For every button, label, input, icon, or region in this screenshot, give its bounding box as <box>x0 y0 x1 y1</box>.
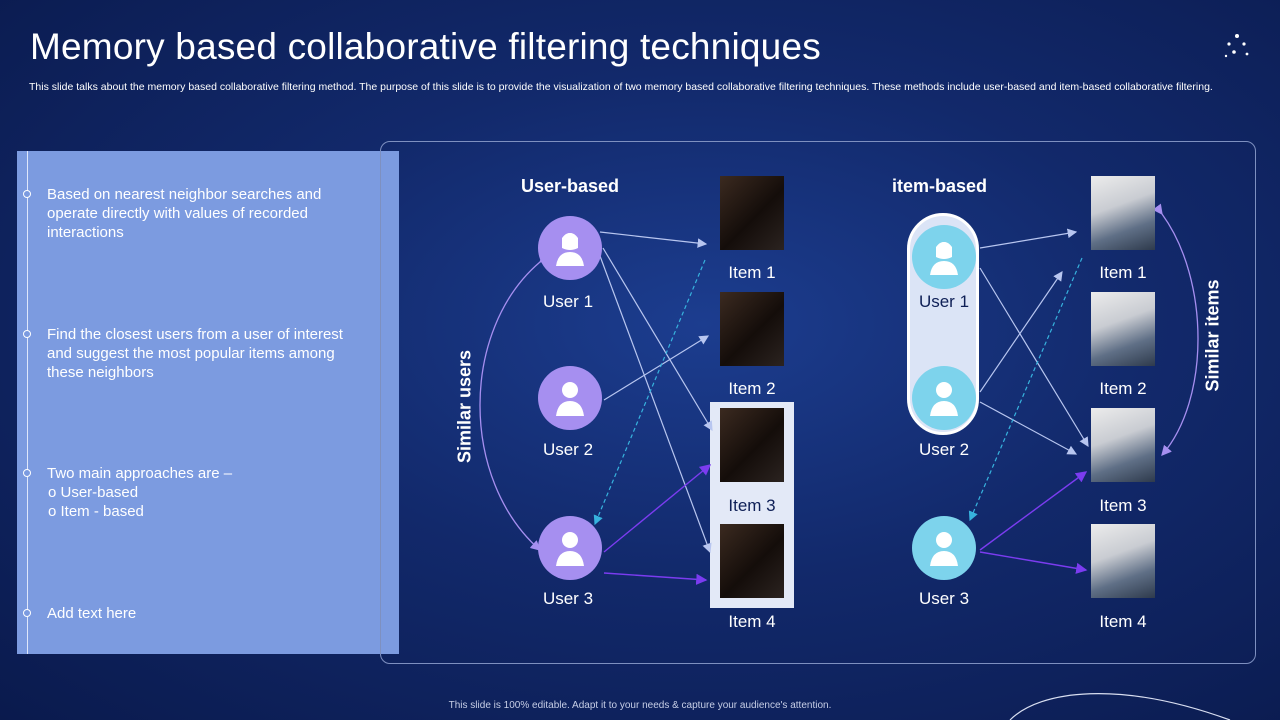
item3-label: Item 3 <box>728 496 776 515</box>
user1-avatar <box>538 216 602 280</box>
arrow-ib-user2-item1 <box>979 271 1063 393</box>
male-user-icon <box>930 532 958 566</box>
slide-subtitle: This slide talks about the memory based … <box>29 81 1213 93</box>
bullet-text: Add text here <box>47 605 137 622</box>
similar-users-curve <box>479 252 551 551</box>
timeline-line <box>27 151 28 654</box>
user3-label: User 3 <box>542 589 594 608</box>
info-panel: Based on nearest neighbor searches and o… <box>17 151 399 654</box>
ib-item2-label: Item 2 <box>1099 379 1147 398</box>
arrow-ib-user1-item3 <box>979 267 1089 448</box>
bullet-marker <box>23 609 31 617</box>
footer-note: This slide is 100% editable. Adapt it to… <box>448 700 832 711</box>
diagram-frame <box>380 141 1256 664</box>
ib-user2-avatar <box>912 366 976 430</box>
female-user-icon <box>930 242 958 275</box>
dashed-ib-recommendation <box>968 257 1083 522</box>
ib-item1-thumbnail <box>1091 176 1155 250</box>
user2-avatar <box>538 366 602 430</box>
arrow-user1-item1 <box>599 231 708 248</box>
arrow-user1-item4 <box>599 255 712 554</box>
arrow-ib-user3-item4 <box>979 551 1088 574</box>
item2-thumbnail <box>720 292 784 366</box>
sparkle-dots-icon <box>1224 34 1249 58</box>
ib-item4-thumbnail <box>1091 524 1155 598</box>
ib-item4-label: Item 4 <box>1099 612 1147 631</box>
sub-item-user-based: o User-based <box>48 484 139 501</box>
ib-user1-avatar <box>912 225 976 289</box>
user1-label: User 1 <box>542 292 594 311</box>
bullet-marker <box>23 190 31 198</box>
ib-user1-label: User 1 <box>918 292 970 311</box>
item2-label: Item 2 <box>728 379 776 398</box>
slide-title: Memory based collaborative filtering tec… <box>30 26 821 67</box>
user3-avatar <box>538 516 602 580</box>
bullet-marker <box>23 469 31 477</box>
male-user-icon <box>556 382 584 416</box>
ib-user2-label: User 2 <box>918 440 970 459</box>
male-user-icon <box>556 532 584 566</box>
sub-item-item-based: o Item - based <box>48 503 144 520</box>
ib-item3-thumbnail <box>1091 408 1155 482</box>
bullet-text: Based on nearest neighbor searches and o… <box>47 186 322 241</box>
bullet-marker <box>23 330 31 338</box>
item1-thumbnail <box>720 176 784 250</box>
ib-item2-thumbnail <box>1091 292 1155 366</box>
arrow-user3-item4 <box>603 572 708 585</box>
arrow-user2-item2 <box>603 335 710 401</box>
arrow-ib-user3-item3 <box>979 471 1088 551</box>
bullet-text: Two main approaches are – <box>47 465 233 482</box>
item3-thumbnail <box>720 408 784 482</box>
arrow-user1-item3 <box>602 247 713 432</box>
female-user-icon <box>556 233 584 266</box>
bullet-text: Find the closest users from a user of in… <box>47 326 343 381</box>
arrow-user3-item3 <box>603 464 712 553</box>
bullet-approaches: Two main approaches are – o User-based o… <box>47 464 367 521</box>
user-based-heading: User-based <box>521 176 620 196</box>
user2-label: User 2 <box>542 440 594 459</box>
similar-items-curve <box>1152 203 1199 456</box>
ib-user3-avatar <box>912 516 976 580</box>
arrow-ib-user2-item3 <box>979 401 1078 455</box>
item-based-heading: item-based <box>892 176 988 196</box>
ib-user3-label: User 3 <box>918 589 970 608</box>
item4-label: Item 4 <box>728 612 776 631</box>
ib-item1-label: Item 1 <box>1099 263 1147 282</box>
dashed-recommendation <box>593 259 706 526</box>
arrow-ib-user1-item1 <box>979 228 1078 249</box>
ib-item3-label: Item 3 <box>1099 496 1147 515</box>
male-user-icon <box>930 382 958 416</box>
item4-thumbnail <box>720 524 784 598</box>
item1-label: Item 1 <box>728 263 776 282</box>
